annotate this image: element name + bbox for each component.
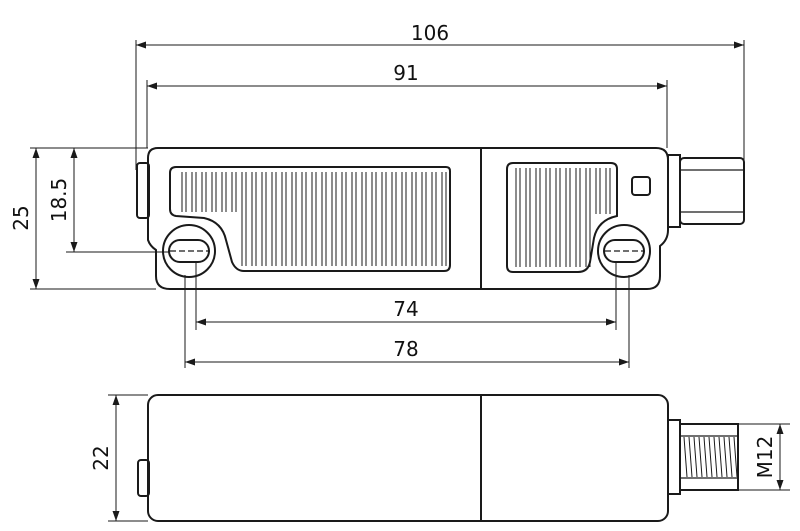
dimension-78: 78: [185, 337, 629, 366]
dim-label-106: 106: [411, 21, 449, 45]
connector-side: [667, 419, 739, 495]
dim-label-25: 25: [9, 205, 33, 230]
dim-label-91: 91: [393, 61, 418, 85]
dimension-106: 106: [136, 21, 744, 49]
side-bump-top: [136, 162, 150, 219]
dimension-22: 22: [89, 395, 120, 521]
dimension-91: 91: [147, 61, 667, 90]
ribbed-pad-right: [506, 162, 618, 273]
body-outline-side: [147, 394, 669, 522]
ribbed-pad-left: [169, 166, 451, 272]
dim-label-74: 74: [393, 297, 418, 321]
side-view: 22 M12: [89, 394, 790, 522]
mounting-hole-right: [597, 224, 651, 278]
dim-label-m12: M12: [753, 436, 777, 479]
top-view: 106 91: [9, 21, 745, 368]
dim-label-78: 78: [393, 337, 418, 361]
dimension-18-5: 18.5: [47, 148, 78, 252]
dimension-25: 25: [9, 148, 40, 289]
dimension-m12: M12: [753, 424, 784, 490]
dim-label-18-5: 18.5: [47, 178, 71, 223]
dim-label-22: 22: [89, 445, 113, 470]
mounting-hole-left: [162, 224, 216, 278]
led-window: [631, 176, 651, 196]
side-bump-side: [137, 459, 150, 497]
connector-top: [667, 154, 745, 228]
dimension-74: 74: [196, 297, 616, 326]
